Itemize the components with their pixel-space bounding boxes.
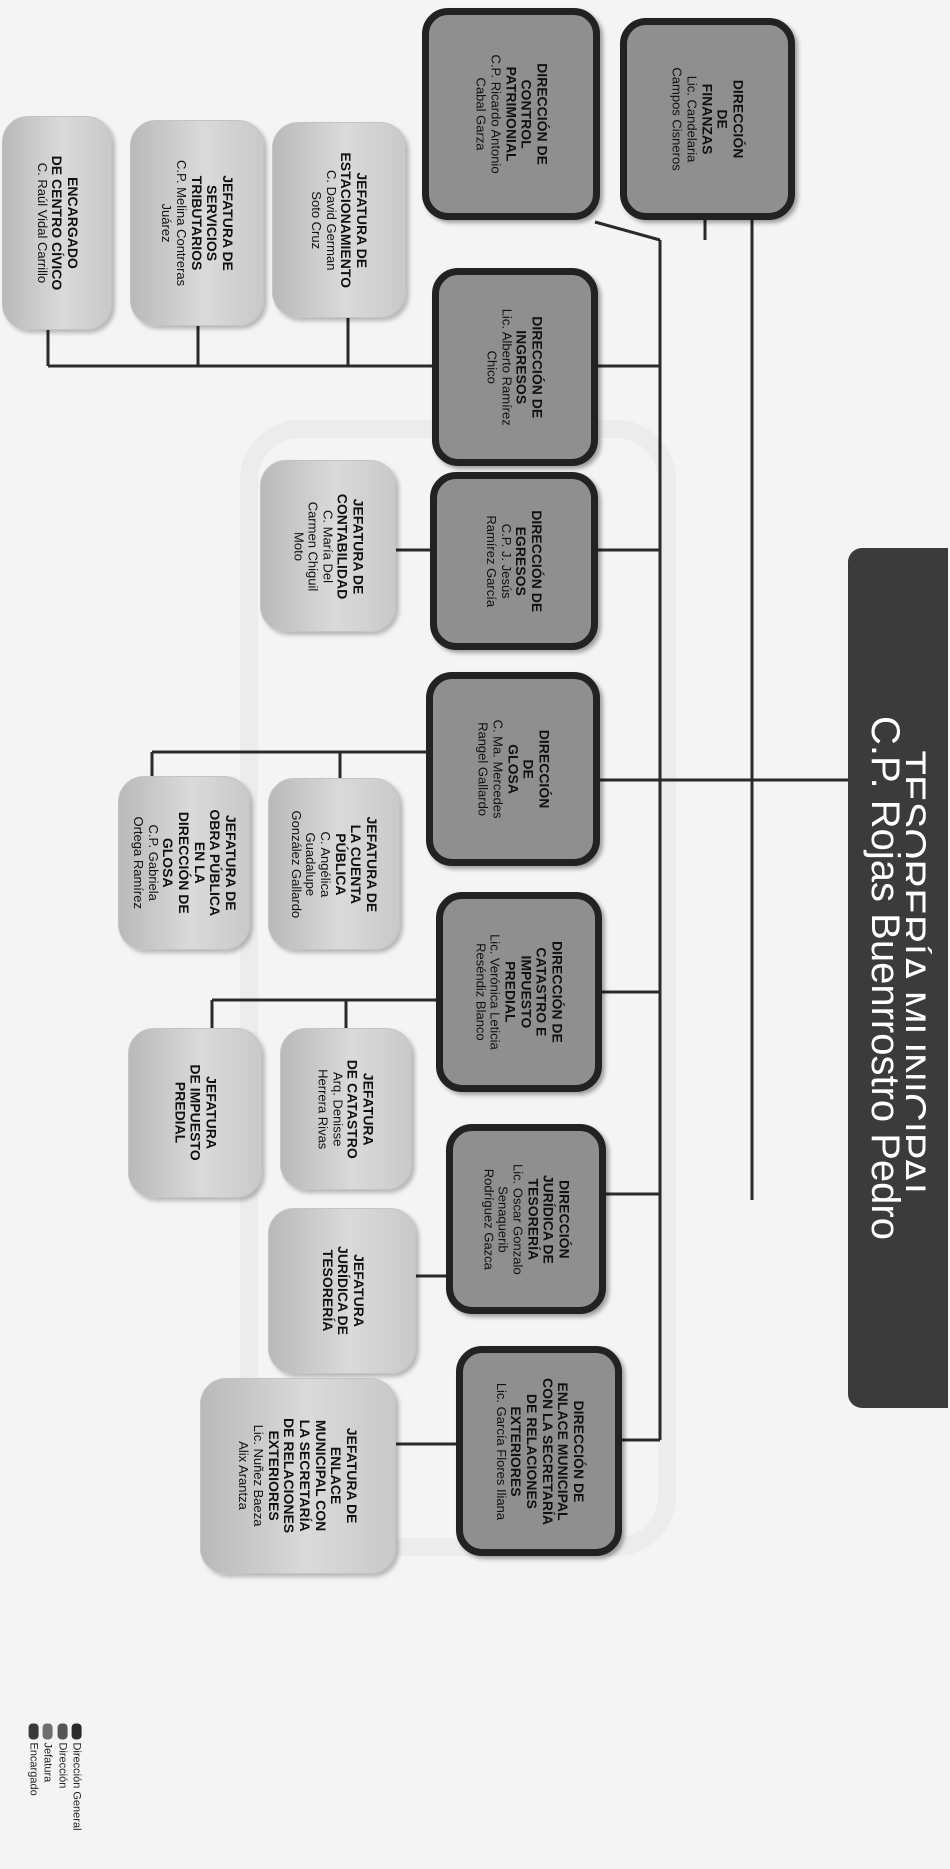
direccion-ingresos: DIRECCIÓN DE INGRESOS Lic. Alberto Ramír…	[432, 268, 598, 466]
legend-item: Dirección	[55, 1723, 69, 1830]
header-person: C.P. Rojas Buenrrostro Pedro	[863, 716, 907, 1240]
jefatura-contabilidad: JEFATURA DE CONTABILIDAD C. María Del Ca…	[260, 460, 396, 632]
jefatura-enlace-relaciones-exteriores: JEFATURA DE ENLACE MUNICIPAL CON LA SECR…	[200, 1378, 396, 1574]
connector-line	[594, 220, 661, 242]
direccion-control-patrimonial: DIRECCIÓN DE CONTROL PATRIMONIAL C.P. Ri…	[422, 8, 600, 220]
jefatura-impuesto-predial: JEFATURA DE IMPUESTO PREDIAL	[128, 1028, 262, 1198]
direccion-enlace-relaciones-exteriores: DIRECCIÓN DE ENLACE MUNICIPAL CON LA SEC…	[456, 1346, 622, 1556]
legend-item: Dirección General	[69, 1723, 83, 1831]
tesoreria-header: TESORERÍA MUNICIPAL C.P. Rojas Buenrrost…	[848, 548, 948, 1408]
direccion-glosa: DIRECCIÓN DE GLOSA C. Ma. Mercedes Range…	[426, 672, 600, 866]
direccion-juridica-tesoreria: DIRECCIÓN JURÍDICA DE TESORERÍA Lic. Osc…	[446, 1124, 606, 1314]
jefatura-cuenta-publica: JEFATURA DE LA CUENTA PÚBLICA C. Angélic…	[268, 778, 400, 950]
jefatura-catastro: JEFATURA DE CATASTRO Arq. Denisse Herrer…	[280, 1028, 412, 1190]
jefatura-obra-publica-glosa: JEFATURA DE OBRA PÚBLICA EN LA DIRECCIÓN…	[118, 776, 250, 950]
legend-swatch	[42, 1723, 53, 1740]
header-title: TESORERÍA MUNICIPAL	[906, 750, 932, 1206]
legend-swatch	[28, 1723, 39, 1740]
jefatura-estacionamiento: JEFATURA DE ESTACIONAMIENTO C. David Ger…	[272, 122, 406, 318]
legend-item: Encargado	[26, 1723, 40, 1830]
direccion-egresos: DIRECCIÓN DE EGRESOS C.P. J. Jesús Ramír…	[430, 472, 598, 650]
direccion-catastro-impuesto-predial: DIRECCIÓN DE CATASTRO E IMPUESTO PREDIAL…	[436, 892, 602, 1092]
direccion-finanzas: DIRECCIÓN DE FINANZAS Lic. Candelaria Ca…	[620, 18, 795, 220]
legend: Dirección General Dirección Jefatura Enc…	[0, 1692, 110, 1862]
legend-swatch	[71, 1723, 82, 1740]
legend-swatch	[57, 1723, 68, 1740]
legend-item: Jefatura	[41, 1723, 55, 1830]
encargado-centro-civico: ENCARGADO DE CENTRO CÍVICO C. Raúl Vidal…	[2, 116, 112, 330]
jefatura-juridica-tesoreria: JEFATURA JURÍDICA DE TESORERÍA	[268, 1208, 416, 1374]
jefatura-servicios-tributarios: JEFATURA DE SERVICIOS TRIBUTARIOS C.P. M…	[130, 120, 264, 326]
